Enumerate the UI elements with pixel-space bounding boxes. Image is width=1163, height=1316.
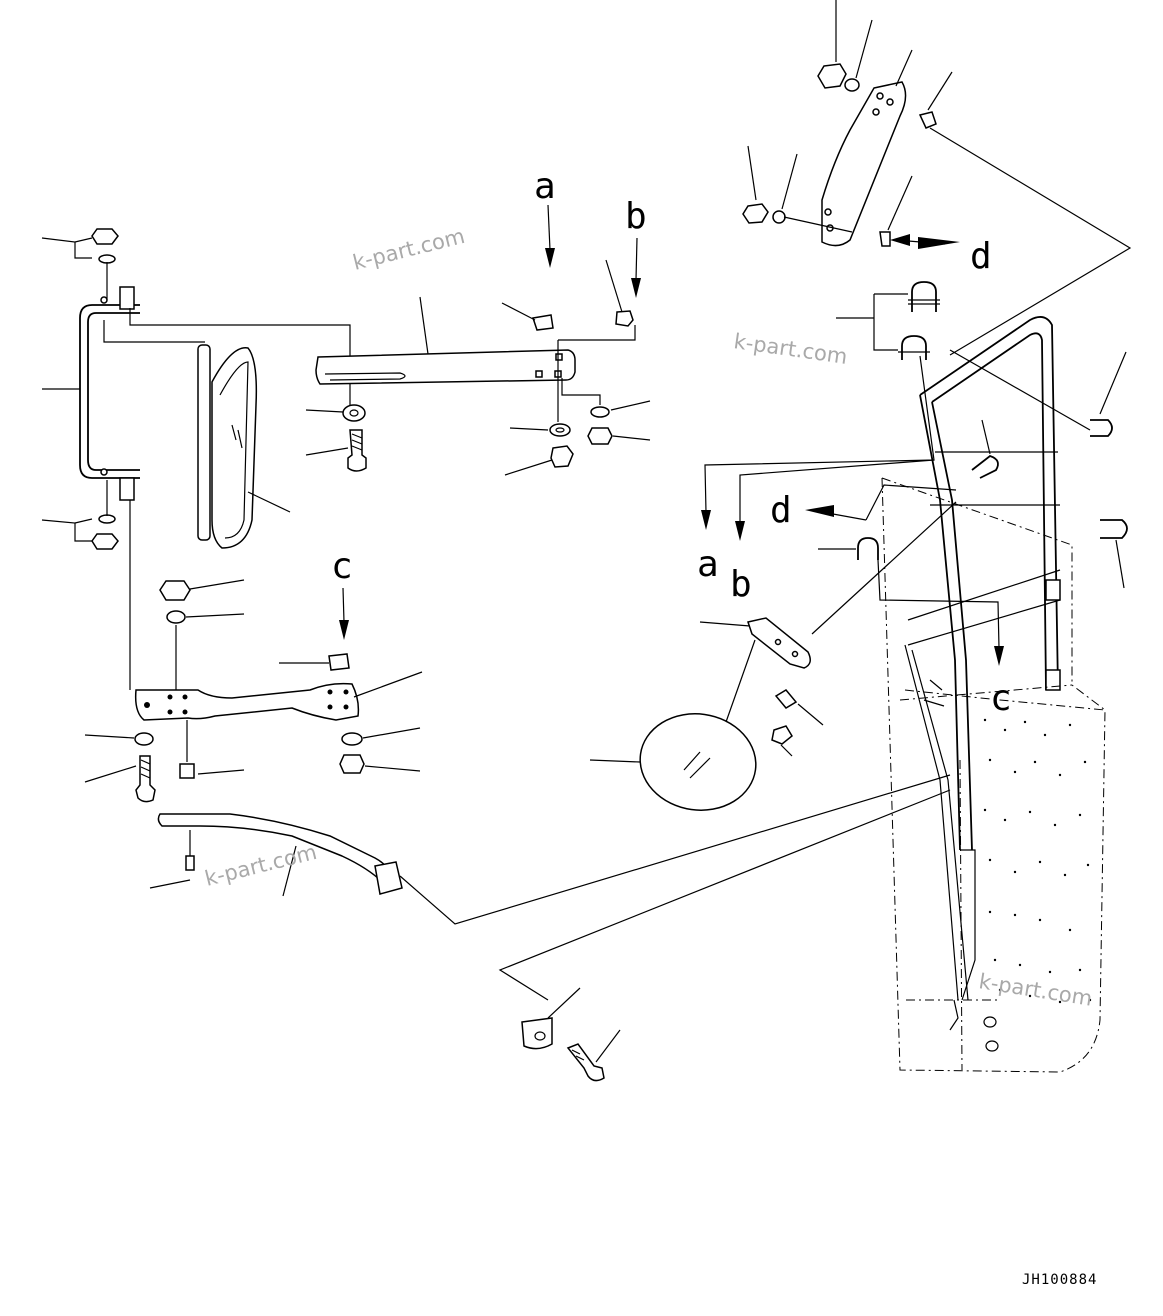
step-holes	[983, 718, 1092, 1004]
handrail	[904, 316, 1091, 1031]
headlamp-bracket-assembly	[41, 228, 351, 690]
washer	[98, 254, 116, 264]
callout-c-mid: c	[990, 678, 1012, 719]
callout-a-top: a	[534, 166, 556, 207]
callout-arrows-top	[339, 204, 641, 640]
u-bolts	[818, 281, 1128, 589]
mirror-plate-bracket	[742, 0, 1132, 356]
mirror-stay-lower	[84, 579, 951, 925]
round-mirror	[589, 501, 957, 811]
callout-arrow-d-top	[890, 234, 960, 249]
callout-d-top: d	[970, 236, 992, 277]
hex-nut	[159, 580, 191, 601]
step-plate	[881, 477, 1106, 1073]
watermark: k-part.com	[350, 224, 467, 275]
hex-nut	[91, 533, 119, 550]
headlamp	[197, 344, 291, 549]
callout-c-top: c	[331, 546, 353, 587]
watermark: k-part.com	[977, 969, 1094, 1011]
watermark: k-part.com	[732, 329, 849, 369]
clamp-and-bolt	[498, 789, 951, 1082]
callout-arrows-mid	[701, 355, 1004, 666]
callout-d-mid: d	[770, 490, 792, 531]
callout-b-top: b	[625, 196, 647, 237]
watermark: k-part.com	[202, 840, 319, 891]
washer	[98, 514, 116, 524]
callout-b-mid: b	[730, 564, 752, 605]
drawing-code: JH100884	[1022, 1272, 1097, 1288]
hex-nut	[91, 228, 119, 245]
mirror-stay-upper	[305, 259, 651, 476]
callout-a-mid: a	[697, 544, 719, 585]
